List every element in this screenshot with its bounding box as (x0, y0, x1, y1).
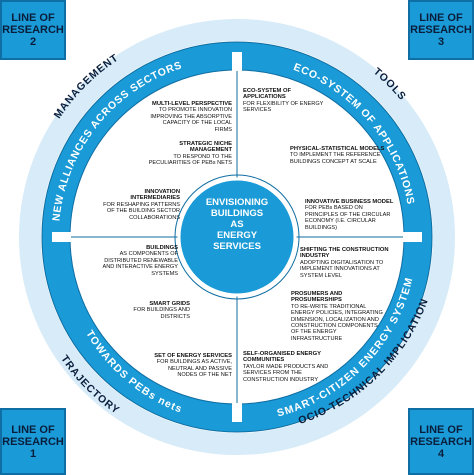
right-item-3-title: INNOVATIVE BUSINESS MODEL (305, 199, 394, 205)
left-item-4-title: BUILDINGS (146, 245, 178, 251)
right-item-3: INNOVATIVE BUSINESS MODEL FOR PEBs BASED… (305, 199, 395, 231)
left-item-6-title: SET OF ENERGY SERVICES (154, 353, 232, 359)
right-item-6: SELF-ORGANISED ENERGY COMMUNITIES TAYLOR… (243, 351, 337, 383)
right-item-1: ECO-SYSTEM OF APPLICATIONS FOR FLEXIBILI… (243, 88, 325, 114)
line-of-research-1-box: LINE OF RESEARCH 1 (0, 408, 66, 475)
right-item-3-body: FOR PEBs BASED ON PRINCIPLES OF THE CIRC… (305, 205, 391, 231)
left-item-2-title: STRATEGIC NICHE MANAGEMENT (179, 141, 232, 154)
left-item-1-body: TO PROMOTE INNOVATION IMPROVING THE ABSO… (150, 107, 232, 133)
line-of-research-1-label: LINE OF RESEARCH 1 (2, 423, 64, 460)
right-item-1-body: FOR FLEXIBILITY OF ENERGY SERVICES (243, 100, 324, 114)
ring-gap-top (232, 52, 242, 80)
right-item-2: PHYSICAL-STATISTICAL MODELS TO IMPLEMENT… (290, 146, 386, 165)
left-item-4-body: AS COMPONENTS OF DISTRIBUTED RENEWABLE A… (102, 251, 178, 277)
center-circle (177, 177, 297, 297)
left-item-5-body: FOR BUILDINGS AND DISTRICTS (133, 307, 190, 320)
left-item-6-body: FOR BUILDINGS AS ACTIVE, NEUTRAL AND PAS… (156, 359, 232, 379)
right-item-5-title: PROSUMERS AND PROSUMERSHIPS (291, 291, 343, 304)
right-item-4-title: SHIFTING THE CONSTRUCTION INDUSTRY (300, 247, 389, 260)
center-circle-edge (174, 174, 300, 300)
right-item-5-body: TO RE-WRITE TRADITIONAL ENERGY POLICIES,… (291, 303, 383, 342)
right-item-4-body: ADOPTING DIGITALISATION TO IMPLEMENT INN… (300, 259, 384, 279)
line-of-research-2-box: LINE OF RESEARCH 2 (0, 0, 66, 60)
left-item-2: STRATEGIC NICHE MANAGEMENT TO RESPOND TO… (140, 141, 232, 167)
right-item-2-title: PHYSICAL-STATISTICAL MODELS (290, 146, 385, 152)
right-item-6-body: TAYLOR MADE PRODUCTS AND SERVICES FROM T… (243, 363, 329, 383)
center-line-3: AS (230, 219, 244, 230)
line-of-research-2-label: LINE OF RESEARCH 2 (2, 12, 64, 48)
ring-outer-edge (41, 41, 433, 433)
line-of-research-4-box: LINE OF RESEARCH 4 (408, 408, 474, 475)
line-of-research-3-label: LINE OF RESEARCH 3 (410, 12, 472, 48)
right-item-6-title: SELF-ORGANISED ENERGY COMMUNITIES (243, 351, 321, 364)
center-title: ENVISIONING BUILDINGS AS ENERGY SERVICES (187, 197, 287, 252)
left-item-5: SMART GRIDS FOR BUILDINGS AND DISTRICTS (130, 301, 190, 320)
left-item-6: SET OF ENERGY SERVICES FOR BUILDINGS AS … (148, 353, 232, 379)
left-item-3-body: FOR RESHAPING PATTERNS OF THE BUILDING S… (103, 201, 180, 221)
right-item-5: PROSUMERS AND PROSUMERSHIPS TO RE-WRITE … (291, 291, 385, 342)
left-item-3-title: INNOVATION INTERMEDIARIES (130, 189, 180, 202)
outer-band (19, 19, 455, 455)
center-line-5: SERVICES (213, 241, 261, 252)
ring-gap-left (52, 232, 80, 242)
left-item-1-title: MULTI-LEVEL PERSPECTIVE (152, 101, 232, 107)
left-item-5-title: SMART GRIDS (149, 301, 190, 307)
ring-gap-right (394, 232, 422, 242)
center-line-1: ENVISIONING (205, 197, 269, 208)
right-item-2-body: TO IMPLEMENT THE REFERENCE BUILDINGS CON… (290, 152, 381, 165)
center-line-2: BUILDINGS (210, 208, 264, 219)
right-item-4: SHIFTING THE CONSTRUCTION INDUSTRY ADOPT… (300, 247, 392, 279)
right-item-1-title: ECO-SYSTEM OF APPLICATIONS (243, 88, 291, 101)
line-of-research-3-box: LINE OF RESEARCH 3 (408, 0, 474, 60)
center-line-4: ENERGY (216, 230, 258, 241)
left-item-2-body: TO RESPOND TO THE PECULIARITIES OF PEBs … (148, 153, 232, 167)
ring-gap-bottom (232, 394, 242, 422)
line-of-research-4-label: LINE OF RESEARCH 4 (410, 423, 472, 460)
left-item-3: INNOVATION INTERMEDIARIES FOR RESHAPING … (100, 189, 180, 221)
left-item-1: MULTI-LEVEL PERSPECTIVE TO PROMOTE INNOV… (150, 101, 232, 133)
left-item-4: BUILDINGS AS COMPONENTS OF DISTRIBUTED R… (92, 245, 178, 277)
